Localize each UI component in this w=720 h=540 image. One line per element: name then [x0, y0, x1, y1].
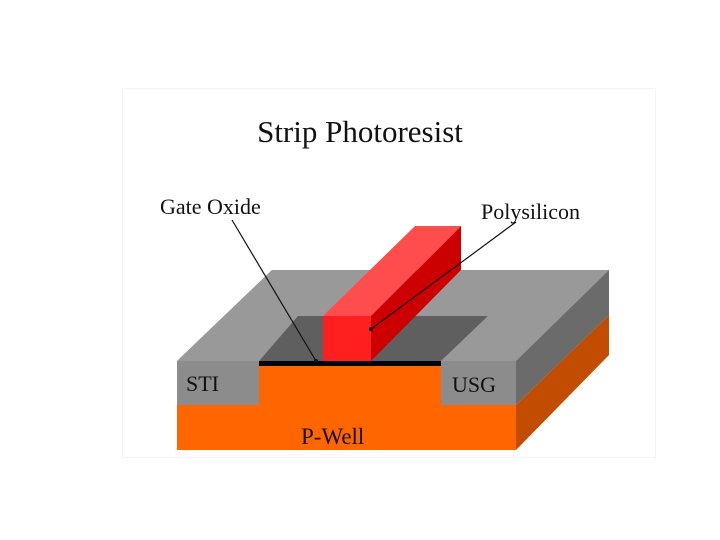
oxide-side-face: [516, 270, 609, 405]
p-well-trench-floor: [259, 365, 441, 405]
polysilicon-leader-line: [370, 221, 517, 330]
usg-label: USG: [452, 372, 496, 397]
p-well-front-face: [177, 405, 516, 450]
slide-frame: [122, 88, 656, 458]
polysilicon-label: Polysilicon: [481, 199, 580, 224]
polysilicon-leader-dot: [369, 327, 373, 331]
polysilicon-front-face: [323, 316, 371, 361]
polysilicon-side-face: [371, 226, 461, 361]
polysilicon-top-face: [323, 226, 461, 316]
gate-oxide-leader-dot: [314, 359, 318, 363]
gate-oxide-leader-line: [231, 219, 317, 362]
oxide-top-surface-right: [441, 270, 609, 361]
sti-label: STI: [186, 371, 219, 396]
p-well-label: P-Well: [301, 424, 364, 449]
usg-front-face: [441, 361, 516, 405]
slide-title: Strip Photoresist: [257, 114, 463, 149]
sti-front-face: [177, 361, 259, 405]
p-well-side-face: [516, 315, 609, 450]
gate-oxide-layer: [259, 361, 441, 366]
gate-oxide-label: Gate Oxide: [160, 194, 261, 219]
